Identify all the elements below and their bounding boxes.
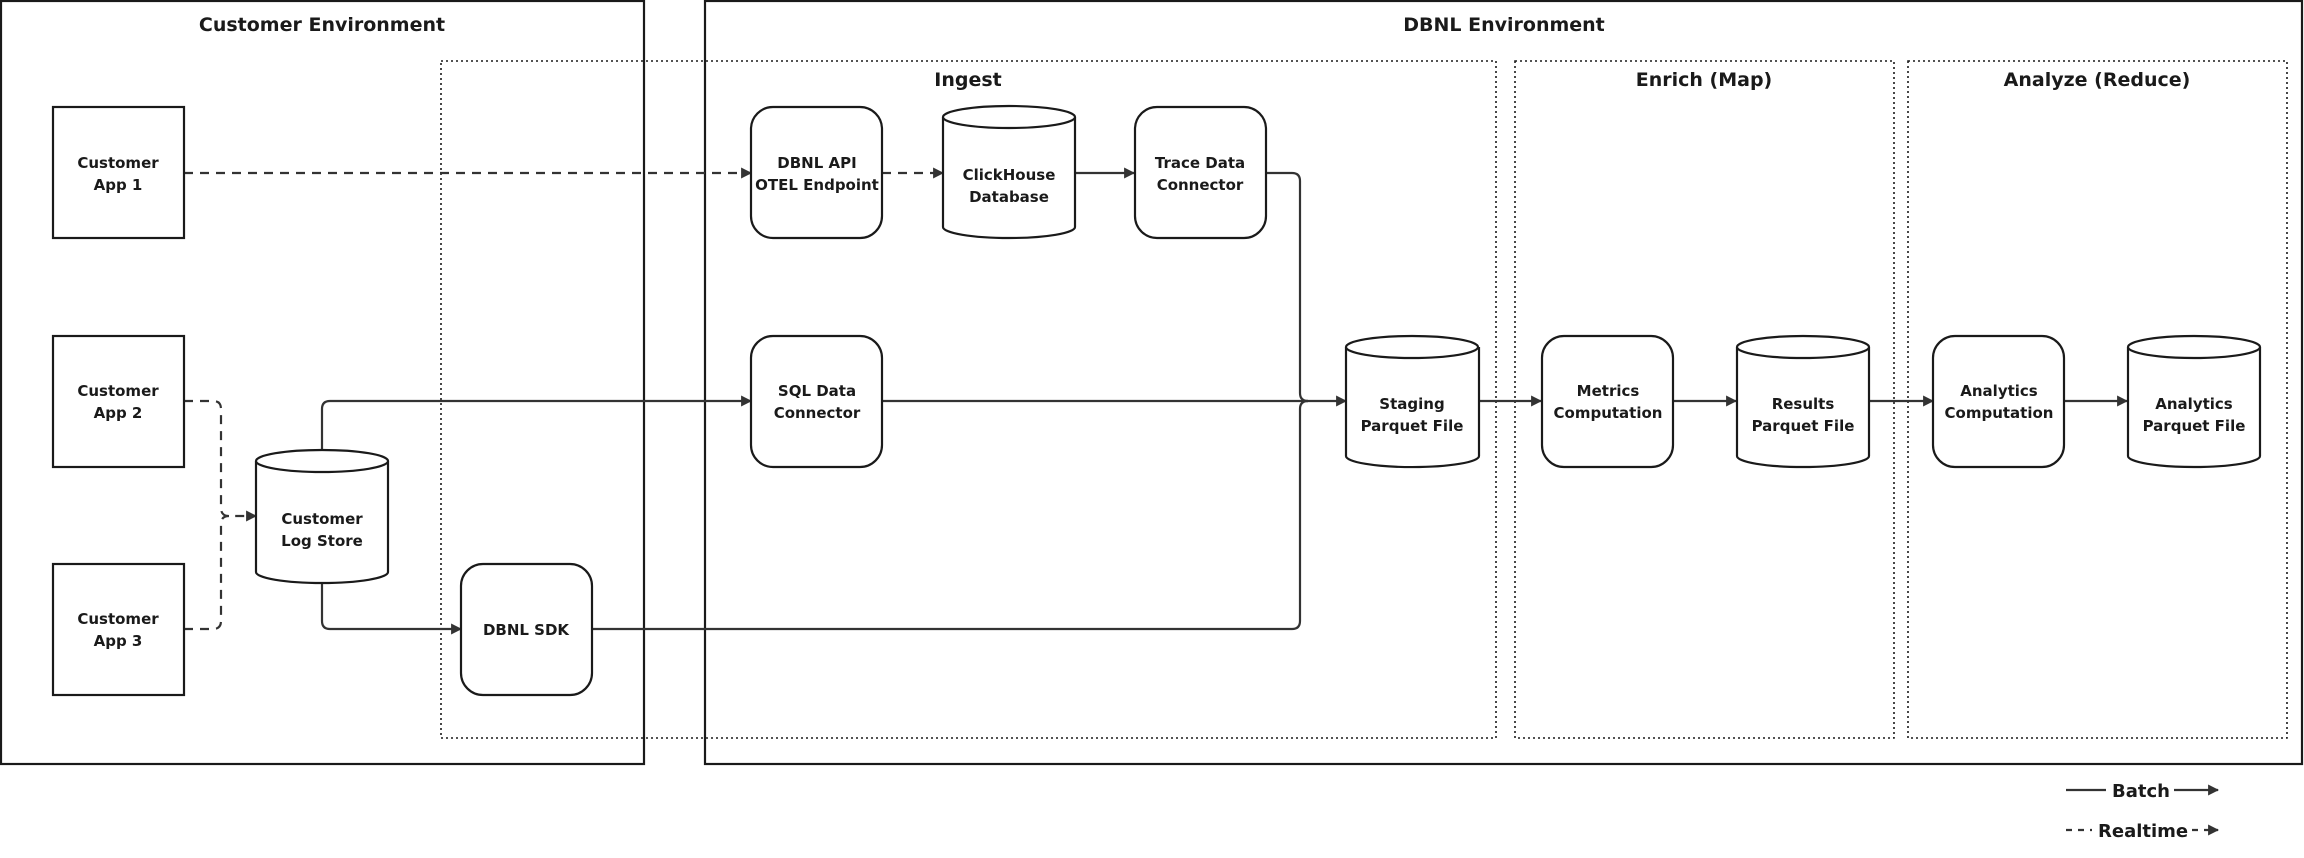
sql-data-connector-node: SQL Data Connector: [749, 334, 884, 469]
staging-parquet-file-label-line2: Parquet File: [1361, 417, 1464, 435]
metrics-computation-node: Metrics Computation: [1540, 334, 1675, 469]
trace-data-connector-node: Trace Data Connector: [1133, 105, 1268, 240]
ingest-stage-title: Ingest: [934, 69, 1001, 91]
edge-logstore-to-sdk: [320, 583, 463, 635]
staging-parquet-file-label-line1: Staging: [1379, 395, 1444, 413]
customer-app-2-label-line2: App 2: [94, 404, 143, 422]
analytics-computation-label-line2: Computation: [1945, 404, 2054, 422]
dbnl-environment-frame: [703, 0, 2304, 766]
clickhouse-database-label-line1: ClickHouse: [963, 166, 1056, 184]
enrich-stage-frame: [1514, 60, 1895, 739]
edge-logstore-to-sql-connector: [320, 395, 753, 450]
dbnl-environment-title: DBNL Environment: [1403, 14, 1605, 36]
customer-app-2-node: Customer App 2: [51, 334, 186, 469]
results-parquet-file-node: Results Parquet File: [1735, 334, 1871, 469]
results-parquet-file-label-line2: Parquet File: [1752, 417, 1855, 435]
customer-app-3-node: Customer App 3: [51, 562, 186, 697]
results-parquet-file-label-line1: Results: [1772, 395, 1835, 413]
edge-trace-connector-to-staging: [1266, 171, 1309, 403]
customer-log-store-node: Customer Log Store: [254, 448, 390, 585]
customer-log-store-label-line1: Customer: [281, 510, 363, 528]
metrics-computation-label-line1: Metrics: [1577, 382, 1640, 400]
metrics-computation-label-line2: Computation: [1554, 404, 1663, 422]
edge-sdk-to-staging: [592, 399, 1309, 631]
analytics-computation-node: Analytics Computation: [1931, 334, 2066, 469]
dbnl-api-label-line1: DBNL API: [777, 154, 856, 172]
clickhouse-database-node: ClickHouse Database: [941, 104, 1077, 240]
customer-environment-frame: [0, 0, 646, 766]
dbnl-api-label-line2: OTEL Endpoint: [755, 176, 879, 194]
trace-data-connector-label-line2: Connector: [1157, 176, 1244, 194]
dbnl-api-node: DBNL API OTEL Endpoint: [749, 105, 884, 240]
customer-environment-title: Customer Environment: [199, 14, 445, 36]
legend-realtime-label: Realtime: [2098, 821, 2188, 842]
edge-app3-to-logstore: [184, 514, 230, 631]
dbnl-sdk-node: DBNL SDK: [459, 562, 594, 697]
trace-data-connector-label-line1: Trace Data: [1155, 154, 1245, 172]
dbnl-sdk-label: DBNL SDK: [483, 621, 570, 639]
enrich-stage-title: Enrich (Map): [1636, 69, 1773, 91]
legend: Batch Realtime: [2066, 781, 2220, 842]
legend-batch-label: Batch: [2112, 781, 2170, 802]
edge-app2-to-logstore: [184, 399, 258, 522]
analytics-parquet-file-node: Analytics Parquet File: [2126, 334, 2262, 469]
customer-app-1-node: Customer App 1: [51, 105, 186, 240]
analytics-computation-label-line1: Analytics: [1960, 382, 2038, 400]
customer-log-store-label-line2: Log Store: [281, 532, 363, 550]
analyze-stage-title: Analyze (Reduce): [2004, 69, 2191, 91]
customer-app-3-label-line1: Customer: [77, 610, 159, 628]
analyze-stage-frame: [1907, 60, 2288, 739]
customer-app-1-label-line2: App 1: [94, 176, 143, 194]
staging-parquet-file-node: Staging Parquet File: [1344, 334, 1481, 469]
customer-app-1-label-line1: Customer: [77, 154, 159, 172]
customer-app-2-label-line1: Customer: [77, 382, 159, 400]
ingest-stage-frame: [440, 60, 1497, 739]
sql-data-connector-label-line2: Connector: [774, 404, 861, 422]
sql-data-connector-label-line1: SQL Data: [778, 382, 856, 400]
analytics-parquet-file-label-line2: Parquet File: [2143, 417, 2246, 435]
customer-app-3-label-line2: App 3: [94, 632, 143, 650]
clickhouse-database-label-line2: Database: [969, 188, 1049, 206]
analytics-parquet-file-label-line1: Analytics: [2155, 395, 2233, 413]
